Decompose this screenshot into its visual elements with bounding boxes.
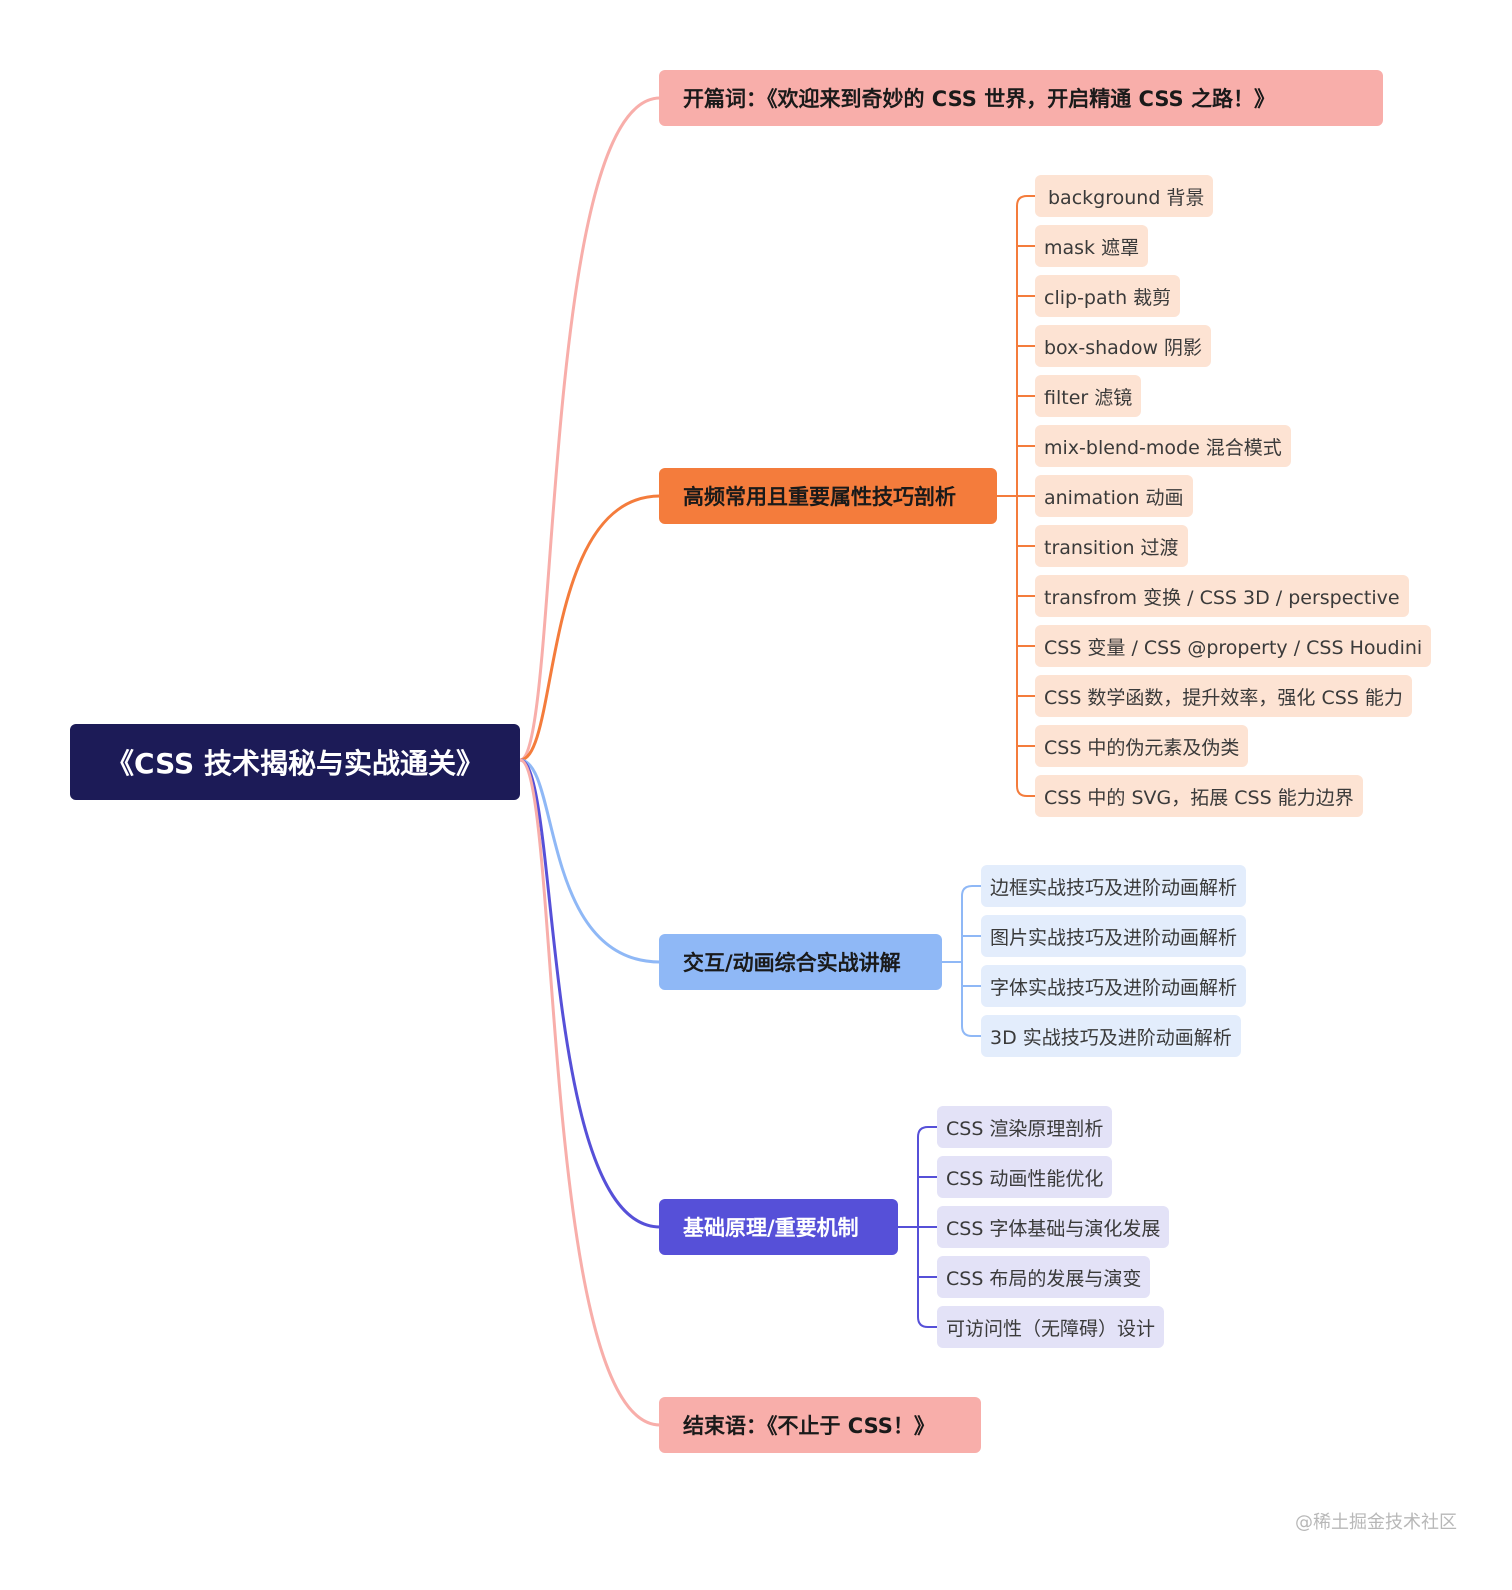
leaf-rendering[interactable]: CSS 渲染原理剖析 — [937, 1106, 1113, 1148]
root-topic[interactable]: 《CSS 技术揭秘与实战通关》 — [70, 724, 520, 800]
links-properties — [997, 195, 1035, 797]
branch-intro[interactable]: 开篇词：《欢迎来到奇妙的 CSS 世界，开启精通 CSS 之路！》 — [659, 70, 1383, 126]
branch-properties[interactable]: 高频常用且重要属性技巧剖析 — [659, 468, 997, 524]
leaf-font-practice[interactable]: 字体实战技巧及进阶动画解析 — [981, 965, 1247, 1007]
branch-principles[interactable]: 基础原理/重要机制 — [659, 1199, 898, 1255]
leaf-transform[interactable]: transfrom 变换 / CSS 3D / perspective — [1035, 575, 1409, 617]
link-root-intro — [519, 96, 661, 762]
watermark: @稀土掘金技术社区 — [1295, 1512, 1457, 1533]
leaf-font-basics[interactable]: CSS 字体基础与演化发展 — [937, 1206, 1170, 1248]
leaf-animation-performance[interactable]: CSS 动画性能优化 — [937, 1156, 1113, 1198]
link-root-properties — [519, 494, 661, 762]
leaf-clip-path[interactable]: clip-path 裁剪 — [1035, 275, 1181, 317]
leaf-mix-blend-mode[interactable]: mix-blend-mode 混合模式 — [1035, 425, 1291, 467]
leaf-box-shadow[interactable]: box-shadow 阴影 — [1035, 325, 1212, 367]
leaf-transition[interactable]: transition 过渡 — [1035, 525, 1188, 567]
leaf-pseudo-elements[interactable]: CSS 中的伪元素及伪类 — [1035, 725, 1249, 767]
links-interaction — [942, 885, 981, 1037]
link-root-ending — [519, 758, 661, 1427]
leaf-css-variables[interactable]: CSS 变量 / CSS @property / CSS Houdini — [1035, 625, 1432, 667]
branch-interaction[interactable]: 交互/动画综合实战讲解 — [659, 934, 942, 990]
leaf-accessibility[interactable]: 可访问性（无障碍）设计 — [937, 1306, 1165, 1348]
leaf-svg[interactable]: CSS 中的 SVG，拓展 CSS 能力边界 — [1035, 775, 1363, 817]
leaf-3d-practice[interactable]: 3D 实战技巧及进阶动画解析 — [981, 1015, 1241, 1057]
leaf-border-practice[interactable]: 边框实战技巧及进阶动画解析 — [981, 865, 1247, 907]
branch-ending[interactable]: 结束语：《不止于 CSS！》 — [659, 1397, 981, 1453]
leaf-layout-evolution[interactable]: CSS 布局的发展与演变 — [937, 1256, 1151, 1298]
leaf-image-practice[interactable]: 图片实战技巧及进阶动画解析 — [981, 915, 1247, 957]
leaf-animation[interactable]: animation 动画 — [1035, 475, 1193, 517]
leaf-mask[interactable]: mask 遮罩 — [1035, 225, 1149, 267]
link-root-principles — [519, 758, 661, 1229]
leaf-css-math-functions[interactable]: CSS 数学函数，提升效率，强化 CSS 能力 — [1035, 675, 1412, 717]
leaf-filter[interactable]: filter 滤镜 — [1035, 375, 1142, 417]
link-root-interaction — [519, 758, 661, 964]
links-principles — [898, 1126, 937, 1328]
leaf-background[interactable]: background 背景 — [1035, 175, 1214, 217]
